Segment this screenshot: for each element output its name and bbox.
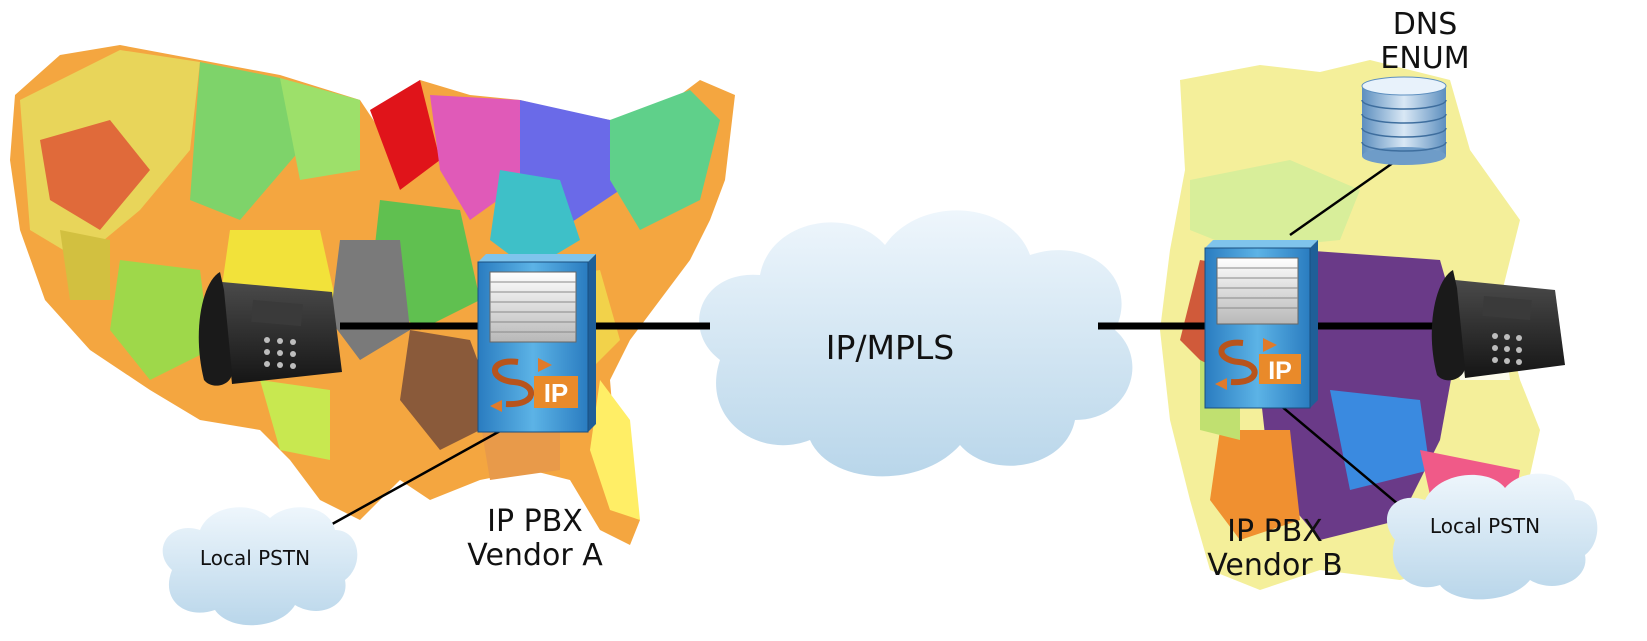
pbx-a-label: IP PBX Vendor A [415,505,655,572]
dns-enum-label: DNS ENUM [1340,8,1510,75]
pbx-b-label: IP PBX Vendor B [1155,515,1395,582]
pstn-cloud-a [162,507,358,626]
dns-label-line2: ENUM [1380,40,1470,76]
pbx-a-label-line1: IP PBX [487,504,583,539]
pbx-a-label-line2: Vendor A [467,537,603,573]
core-network-text: IP/MPLS [825,328,955,367]
pstn-b-label: Local PSTN [1429,514,1541,538]
link-pbx-b-to-pstn-b [1267,394,1406,511]
link-pbx-a-to-pstn-a [324,418,521,530]
sip-badge-b: IP [1268,357,1292,385]
dns-enum-database-icon [1361,76,1447,165]
sip-server-b-icon: IP [1204,240,1318,409]
core-network-label: IP/MPLS [760,328,1020,367]
ip-phone-a-icon [198,272,342,386]
sip-server-a-icon: IP [477,254,596,433]
sip-badge-a: IP [544,378,569,408]
pbx-b-label-line2: Vendor B [1207,547,1343,583]
network-links [324,156,1445,530]
usa-geologic-map [10,45,735,545]
pstn-cloud-b [1386,473,1598,600]
ip-phone-b-icon [1431,270,1565,381]
pstn-a-label: Local PSTN [199,546,311,570]
link-pbx-b-to-dns [1289,156,1401,237]
pbx-b-label-line1: IP PBX [1227,514,1323,549]
dns-label-line1: DNS [1392,7,1458,42]
ip-mpls-cloud [699,210,1133,477]
